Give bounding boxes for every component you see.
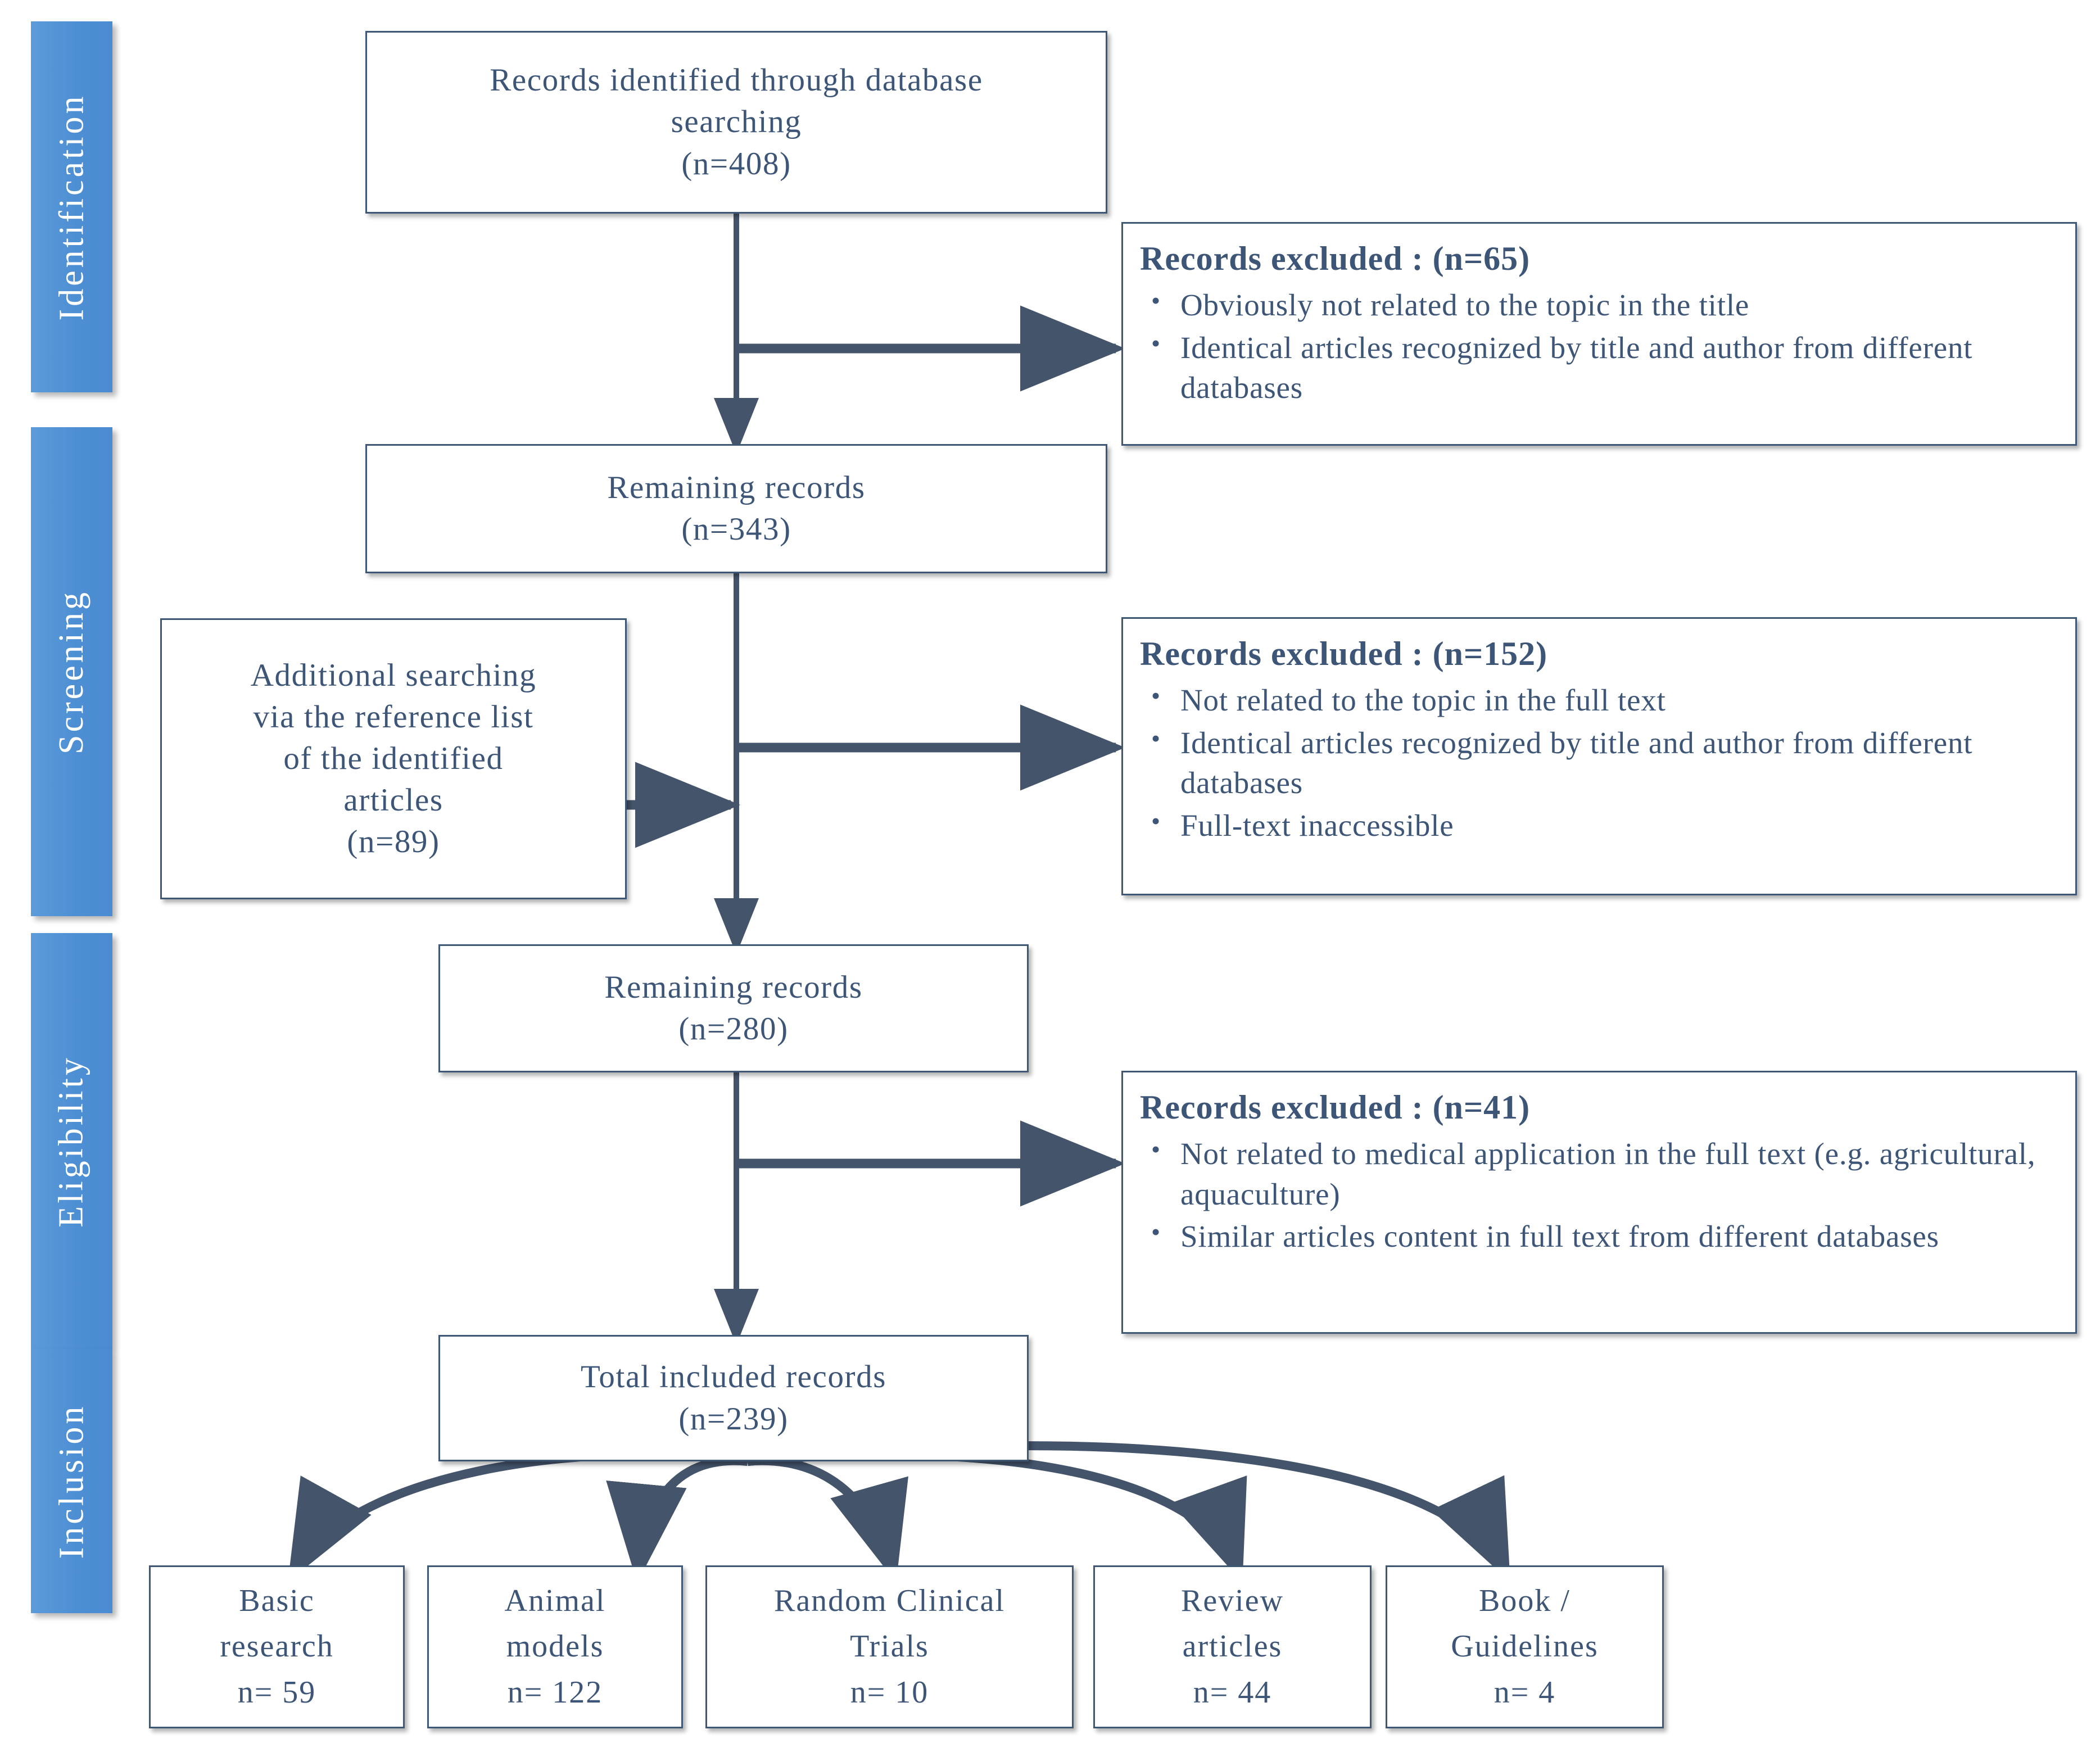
phase-bar-identification: Identification [31,21,112,392]
node-remaining-records-280: Remaining records (n=280) [438,944,1029,1072]
additional-searching-line-4: articles [343,782,443,818]
list-item: Not related to medical application in th… [1151,1133,2056,1214]
leaf-rct-line-1: Random Clinical [773,1583,1006,1619]
remaining-343-line-2: (n=343) [681,511,791,547]
leaf-review-line-2: articles [1182,1629,1283,1664]
records-excluded-65-list: Obviously not related to the topic in th… [1140,284,2056,408]
leaf-book-guidelines: Book / Guidelines n= 4 [1386,1565,1664,1728]
leaf-animal-models-line-2: models [506,1629,604,1664]
list-item: Obviously not related to the topic in th… [1151,284,2056,325]
total-included-line-1: Total included records [580,1359,887,1395]
leaf-basic-research-line-1: Basic [239,1583,315,1619]
node-remaining-records-343: Remaining records (n=343) [365,444,1107,573]
phase-bar-inclusion: Inclusion [31,1349,112,1613]
list-item: Identical articles recognized by title a… [1151,722,2056,803]
phase-label-screening: Screening [52,589,91,754]
additional-searching-line-2: via the reference list [253,699,534,735]
remaining-280-line-1: Remaining records [604,969,863,1005]
node-additional-searching: Additional searching via the reference l… [160,618,627,899]
leaf-random-clinical-trials: Random Clinical Trials n= 10 [705,1565,1074,1728]
records-identified-line-1: Records identified through database [490,62,983,98]
leaf-book-line-1: Book / [1479,1583,1571,1619]
phase-bar-screening: Screening [31,427,112,916]
list-item: Not related to the topic in the full tex… [1151,679,2056,721]
leaf-rct-line-2: Trials [850,1629,929,1664]
leaf-basic-research-count: n= 59 [237,1674,316,1710]
leaf-animal-models: Animal models n= 122 [427,1565,683,1728]
records-excluded-41-heading: Records excluded : (n=41) [1140,1089,1531,1126]
leaf-animal-models-count: n= 122 [507,1674,603,1710]
remaining-343-line-1: Remaining records [607,469,866,505]
phase-label-inclusion: Inclusion [52,1404,90,1559]
phase-label-identification: Identification [52,93,91,320]
leaf-rct-count: n= 10 [850,1674,929,1710]
records-excluded-152-list: Not related to the topic in the full tex… [1140,679,2056,846]
records-excluded-152-heading: Records excluded : (n=152) [1140,635,1548,672]
records-identified-line-2: searching [671,104,802,140]
node-total-included-records: Total included records (n=239) [438,1335,1029,1461]
additional-searching-line-3: of the identified [283,740,504,776]
leaf-review-count: n= 44 [1193,1674,1272,1710]
leaf-book-line-2: Guidelines [1451,1629,1599,1664]
list-item: Full-text inaccessible [1151,804,2056,846]
leaf-review-articles: Review articles n= 44 [1093,1565,1372,1728]
list-item: Identical articles recognized by title a… [1151,327,2056,408]
remaining-280-line-2: (n=280) [678,1011,789,1047]
leaf-book-count: n= 4 [1493,1674,1556,1710]
additional-searching-line-5: (n=89) [347,824,440,860]
additional-searching-line-1: Additional searching [250,657,537,693]
total-included-line-2: (n=239) [678,1401,789,1437]
leaf-basic-research: Basic research n= 59 [149,1565,405,1728]
phase-bar-eligibility: Eligibility [31,933,112,1349]
phase-label-eligibility: Eligibility [52,1054,91,1228]
node-records-identified: Records identified through database sear… [365,31,1107,214]
panel-records-excluded-65: Records excluded : (n=65) Obviously not … [1121,222,2077,446]
panel-records-excluded-41: Records excluded : (n=41) Not related to… [1121,1071,2077,1334]
leaf-review-line-1: Review [1180,1583,1284,1619]
panel-records-excluded-152: Records excluded : (n=152) Not related t… [1121,617,2077,895]
leaf-animal-models-line-1: Animal [504,1583,606,1619]
records-excluded-41-list: Not related to medical application in th… [1140,1133,2056,1257]
list-item: Similar articles content in full text fr… [1151,1215,2056,1257]
records-identified-line-3: (n=408) [681,146,791,182]
records-excluded-65-heading: Records excluded : (n=65) [1140,240,1531,277]
leaf-basic-research-line-2: research [220,1629,334,1664]
